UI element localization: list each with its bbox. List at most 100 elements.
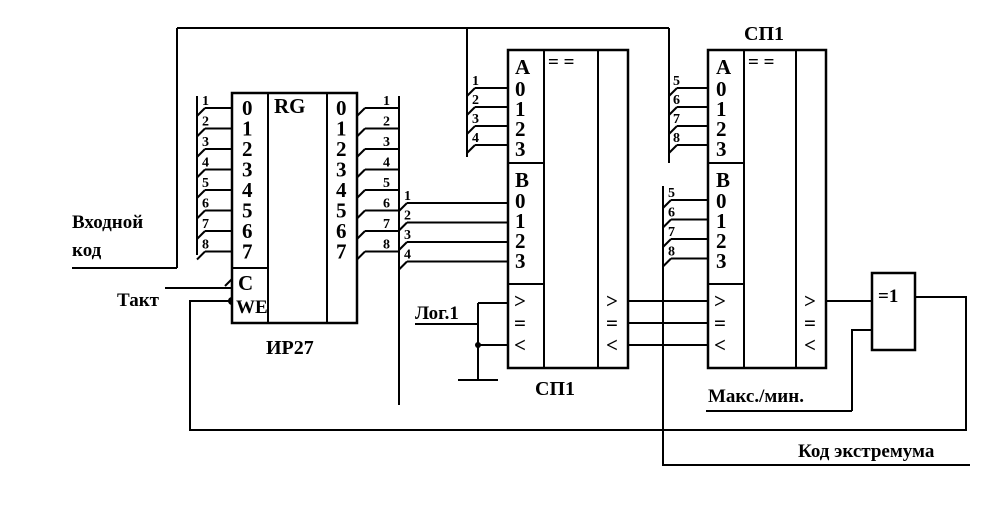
comparator-1-b-wire-diag [398, 202, 408, 212]
xor-gate-symbol: =1 [878, 286, 898, 307]
register-input-wire-number: 6 [202, 197, 209, 212]
register-input-label: 0 [242, 96, 253, 120]
register-input-wire-diag [196, 148, 206, 158]
comparator-1-a-wire-diag [466, 125, 476, 135]
register-output-wire-number: 5 [383, 176, 390, 191]
register-output-label: 6 [336, 219, 347, 243]
comparator-1-a-wire-number: 4 [472, 131, 479, 146]
comparator-2-a-wire-number: 5 [673, 74, 680, 89]
extremum-code-label: Код экстремума [798, 441, 935, 462]
register-input-label: 6 [242, 219, 253, 243]
register-title: RG [274, 94, 306, 118]
comparator-2-compare-output: = [804, 311, 816, 335]
comparator-2-b-wire-number: 5 [668, 186, 675, 201]
register-input-wire-diag [196, 127, 206, 138]
register-output-wire-number: 2 [383, 115, 390, 130]
register-input-wire-number: 3 [202, 135, 209, 150]
register-input-wire-diag [196, 107, 206, 117]
comparator-2-a-bit: 2 [716, 117, 727, 141]
comparator-1-compare-output: > [606, 289, 618, 313]
comparator-1-body [506, 48, 630, 370]
comparator-2-b-label: B [716, 168, 730, 192]
comparator-1-a-wire-number: 1 [472, 74, 479, 89]
register-input-wire-diag [196, 168, 206, 179]
comparator-1-a-wire-diag [466, 106, 476, 116]
register-output-label: 4 [336, 178, 347, 202]
comparator-1-compare-outputs: >=< [606, 289, 618, 357]
register-input-label: 3 [242, 158, 253, 182]
comparator-2-caption: СП1 [744, 23, 784, 45]
register-input-wire-diag [196, 189, 206, 199]
comparator-2-b-wire-number: 8 [668, 245, 675, 260]
comparator-1-compare-input: = [514, 311, 526, 335]
top-bus-wire [176, 27, 670, 268]
register-output-label: 2 [336, 137, 347, 161]
comparator-1-a-wire-diag [466, 144, 476, 154]
register-input-label: 1 [242, 117, 253, 141]
xor-input-2-wire [851, 329, 872, 411]
comparator-1-b-wire-diag [398, 241, 408, 251]
xor-gate-body [870, 271, 917, 352]
comparator-1-b-bit: 3 [515, 249, 526, 273]
comparator-2-a-wire-diag [668, 125, 678, 135]
comparator-1-b-wire-number: 4 [404, 248, 411, 263]
comparator-1-a-bit: 1 [515, 97, 526, 121]
comparator-2-b-bit: 0 [716, 189, 727, 213]
comparator-1-a-wire-number: 2 [472, 93, 479, 108]
register-output-wire-number: 8 [383, 238, 390, 253]
xor-gate: =1 [870, 271, 917, 352]
comparator-2-b-wire-diag [662, 199, 672, 209]
register-input-wire-number: 4 [202, 156, 209, 171]
comparator-1-b-wire-number: 3 [404, 228, 411, 243]
register-output-wire-diag [356, 230, 366, 240]
register-output-wire-number: 7 [383, 217, 390, 232]
register-output-wire-diag [356, 148, 366, 158]
comparator-2-b-bit: 2 [716, 229, 727, 253]
comparator-1-a-bit: 0 [515, 77, 526, 101]
comparator-2-b-bit: 1 [716, 209, 727, 233]
register-input-label: 7 [242, 240, 253, 264]
register-input-wire-number: 8 [202, 238, 209, 253]
comparator-2-a-label: A [716, 55, 732, 79]
comparator-1-b-bit: 2 [515, 229, 526, 253]
comparator-1-compare-input: > [514, 289, 526, 313]
logic-one-label: Лог.1 [415, 303, 459, 324]
register-input-wire-number: 1 [202, 94, 209, 109]
logic-one-wire [415, 302, 508, 381]
register-input-wire-number: 5 [202, 176, 209, 191]
register-output-wire-number: 4 [383, 156, 390, 171]
comparator-2-a-wire-diag [668, 87, 678, 97]
comparator-1-a-bit: 3 [515, 137, 526, 161]
comparator-2-b-wires: 5 6 7 8 [662, 186, 708, 268]
comparator-2-b-wire-number: 6 [668, 206, 675, 221]
comparator-2-b-bit: 3 [716, 249, 727, 273]
register-input-wire-diag [196, 209, 206, 220]
comparator-2-b-wire-number: 7 [668, 225, 675, 240]
comparator-2-compare-output: < [804, 333, 816, 357]
extremum-code-bus [662, 186, 970, 466]
xor-output-feedback-wire [189, 296, 967, 431]
register-input-wire-diag [196, 230, 206, 240]
register-output-wire-diag [356, 189, 366, 199]
register-output-wire-number: 1 [383, 94, 390, 109]
comparator-2-compare-output: > [804, 289, 816, 313]
comparator-1-compare-output: < [606, 333, 618, 357]
input-code-label-line2: код [72, 240, 102, 261]
register-output-label: 5 [336, 199, 347, 223]
comparator-1-a-label: A [515, 55, 531, 79]
comparator-1-caption: СП1 [535, 378, 575, 400]
comparator-2-body [706, 48, 828, 370]
register-output-label: 1 [336, 117, 347, 141]
register-input-label: 5 [242, 199, 253, 223]
register-clock-label: C [238, 271, 253, 295]
comparator-2-compare-input: > [714, 289, 726, 313]
